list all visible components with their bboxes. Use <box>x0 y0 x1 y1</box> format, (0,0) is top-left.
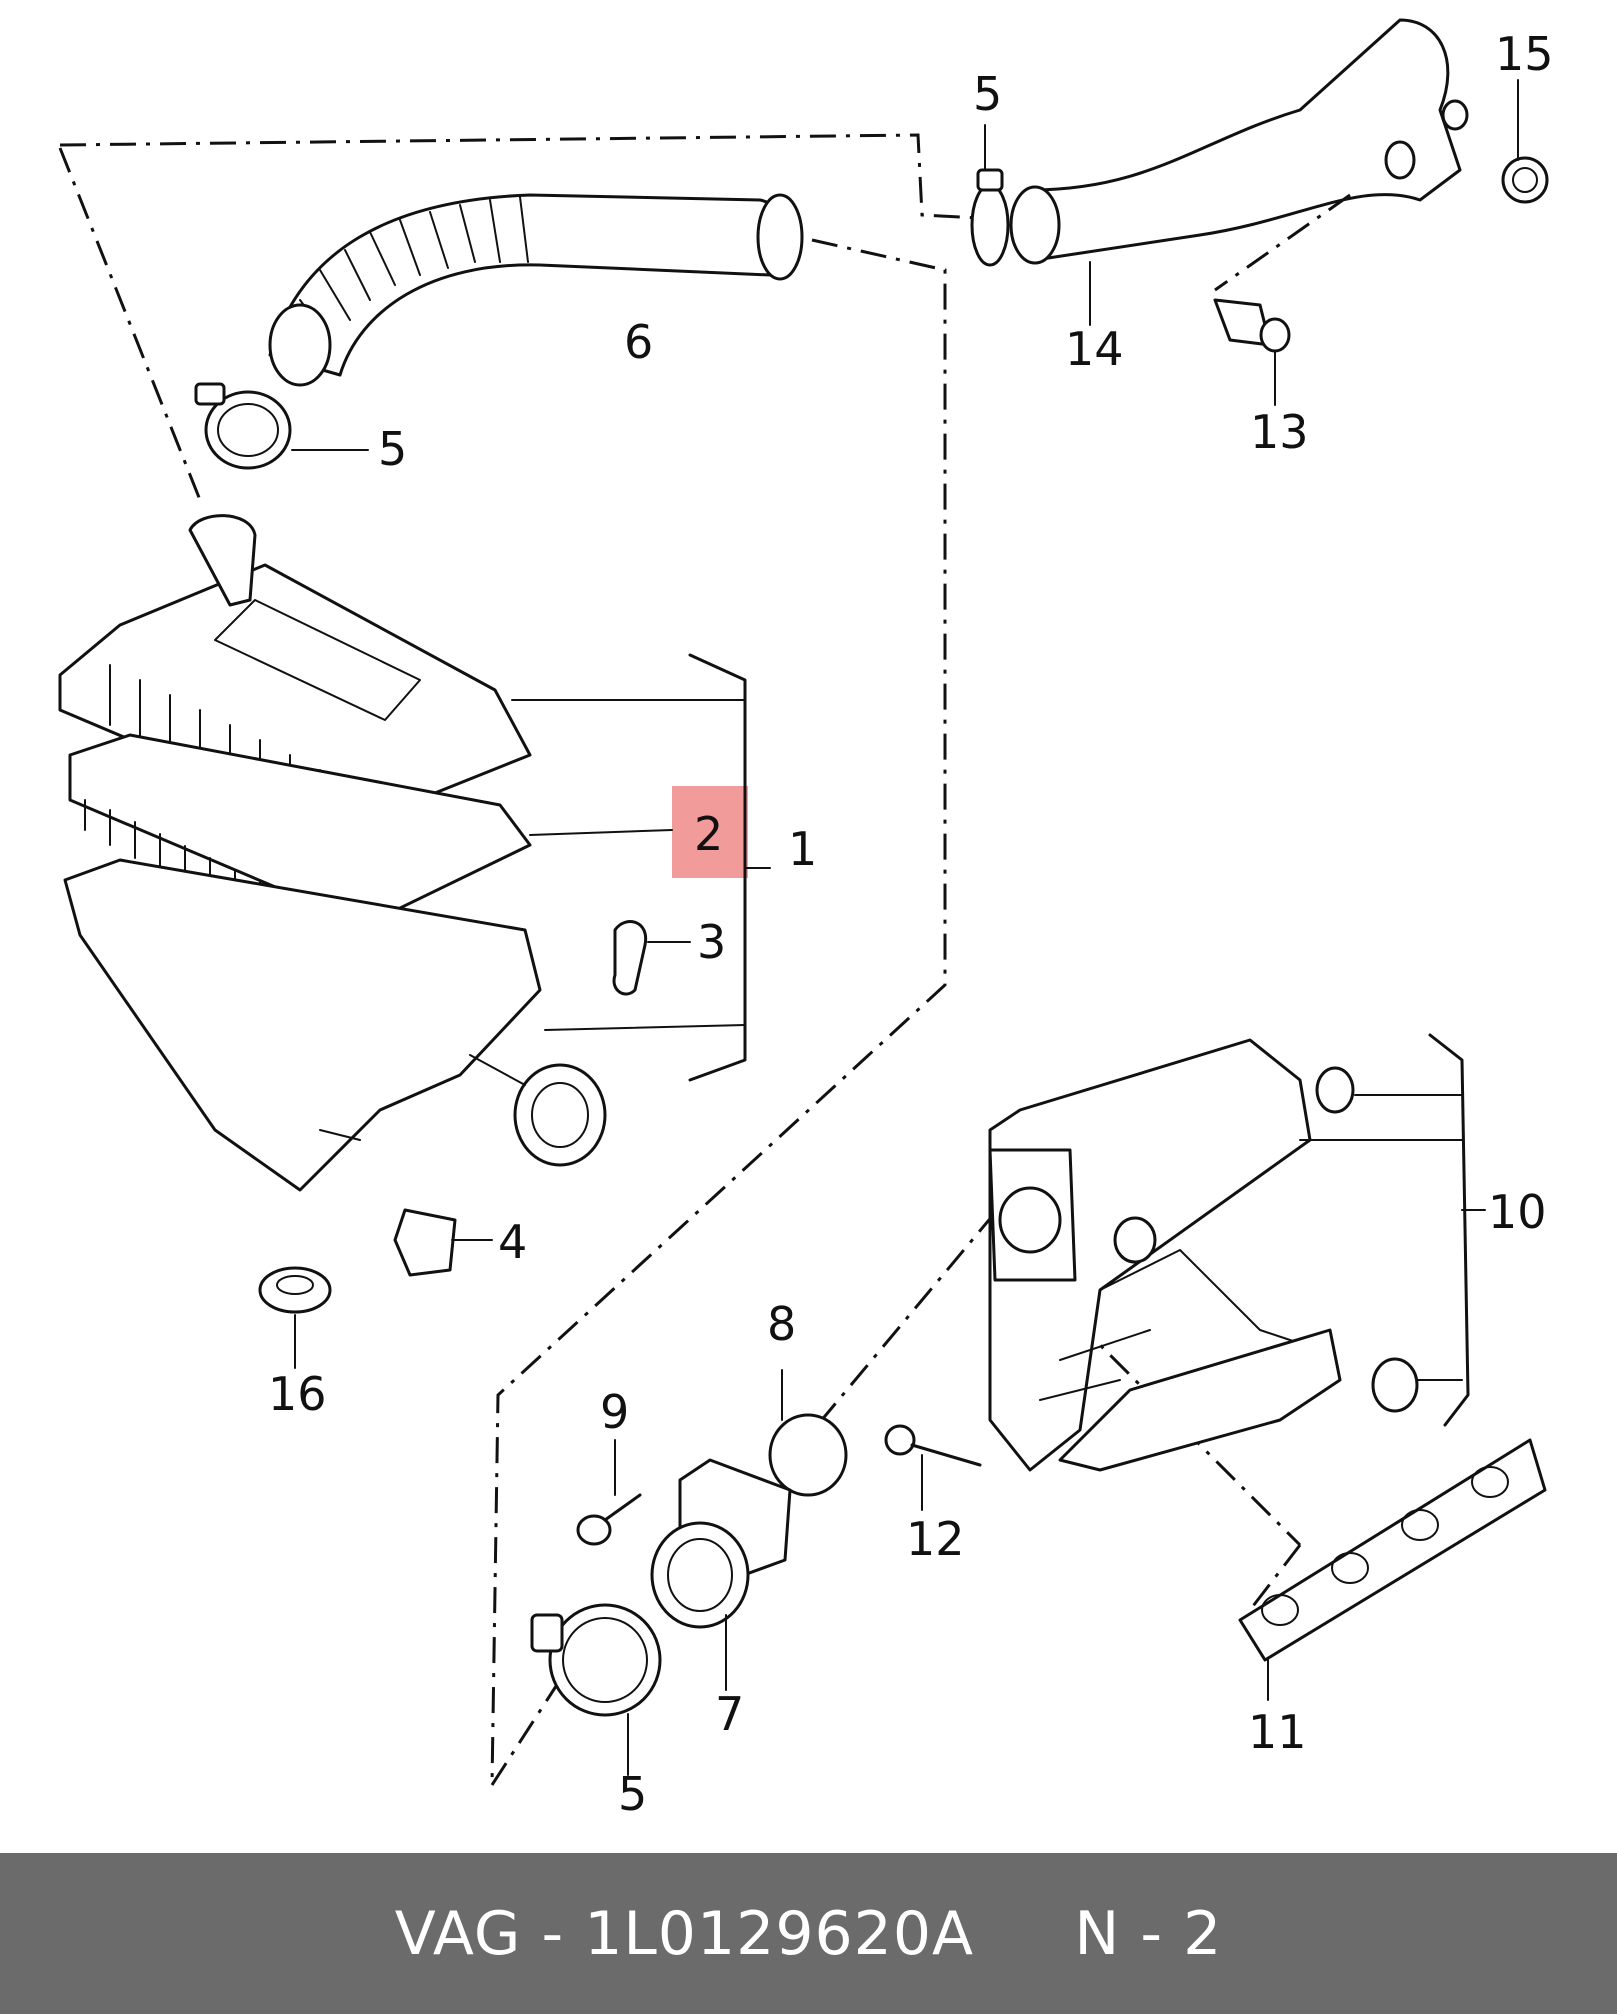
label-1: 1 <box>788 822 817 876</box>
bracket-10 <box>1299 1033 1486 1427</box>
label-15: 15 <box>1495 27 1554 81</box>
parts-diagram: 1 2 3 4 5 5 5 6 7 8 9 10 11 12 13 14 15 … <box>58 18 1554 1821</box>
valve-13 <box>1213 298 1291 406</box>
gasket-11 <box>1238 1438 1547 1701</box>
label-6: 6 <box>624 315 653 369</box>
grommet-16 <box>258 1266 332 1369</box>
flange-7 <box>650 1458 792 1691</box>
hose-6 <box>268 193 804 387</box>
label-12: 12 <box>906 1512 965 1566</box>
bolt-9 <box>576 1439 642 1546</box>
air-filter-upper <box>58 514 532 837</box>
clamp-5-bottom <box>530 1603 662 1776</box>
label-3: 3 <box>697 915 726 969</box>
label-14: 14 <box>1065 322 1124 376</box>
intake-manifold <box>988 1038 1342 1472</box>
label-8: 8 <box>767 1297 796 1351</box>
hose-14 <box>1009 18 1469 326</box>
bracket-1 <box>511 653 771 1082</box>
label-9: 9 <box>600 1385 629 1439</box>
label-5-bottom: 5 <box>618 1767 647 1821</box>
label-13: 13 <box>1250 405 1309 459</box>
clamp-5-top <box>194 382 369 470</box>
mount-4 <box>393 1208 493 1277</box>
clip-3 <box>612 920 691 996</box>
gasket-8 <box>768 1369 848 1497</box>
label-16: 16 <box>268 1367 327 1421</box>
clamp-15 <box>1501 79 1549 204</box>
part-2-highlight <box>672 786 748 878</box>
bolt-12 <box>884 1424 982 1511</box>
label-4: 4 <box>498 1215 527 1269</box>
label-11: 11 <box>1248 1705 1307 1759</box>
label-5-left: 5 <box>378 422 407 476</box>
part-number-caption: VAG - 1L0129620A N - 2 <box>394 1898 1223 1969</box>
label-2: 2 <box>694 807 723 861</box>
label-5-top: 5 <box>973 67 1002 121</box>
clamp-5-right <box>970 124 1010 267</box>
air-filter-lower <box>63 858 607 1192</box>
footer-bar: VAG - 1L0129620A N - 2 <box>0 1853 1617 2014</box>
label-10: 10 <box>1488 1185 1547 1239</box>
label-7: 7 <box>715 1687 744 1741</box>
